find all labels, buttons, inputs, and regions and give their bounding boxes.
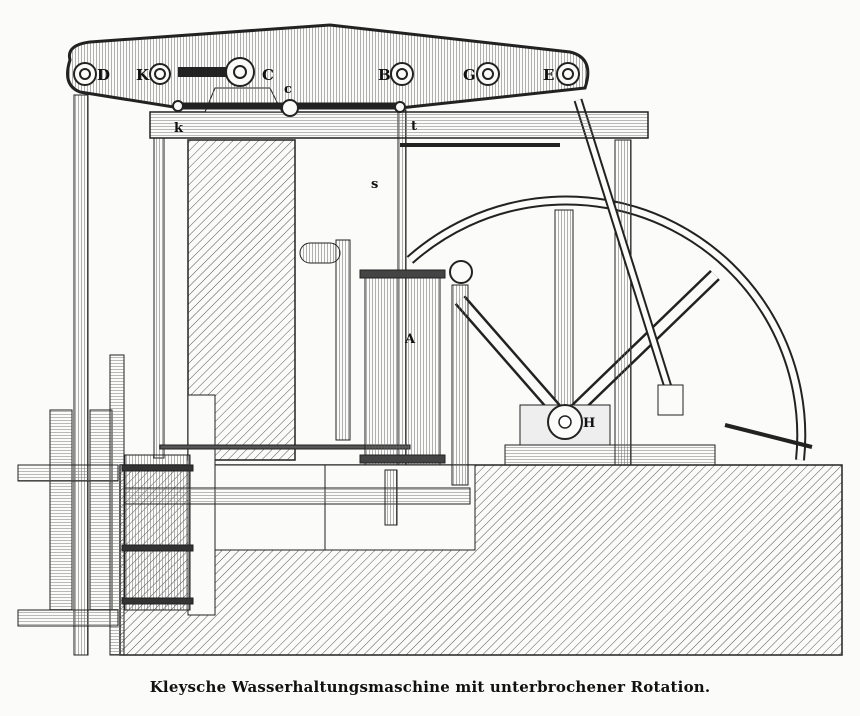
label-s: s bbox=[371, 177, 378, 192]
label-K: K bbox=[136, 66, 150, 84]
label-k: k bbox=[174, 121, 184, 136]
part-labels: D K C c B G E k t s A H bbox=[97, 66, 595, 431]
foundation-masonry bbox=[119, 139, 843, 656]
label-E: E bbox=[543, 66, 554, 84]
steam-cylinder bbox=[299, 239, 473, 526]
walking-beam bbox=[66, 23, 590, 110]
timber-frame bbox=[17, 354, 125, 656]
flywheel bbox=[406, 195, 807, 466]
label-c: c bbox=[284, 82, 292, 97]
label-t: t bbox=[411, 119, 417, 134]
pivot-circles bbox=[73, 57, 580, 117]
figure-caption: Kleysche Wasserhaltungsmaschine mit unte… bbox=[149, 678, 711, 696]
label-A: A bbox=[404, 332, 416, 347]
label-C: C bbox=[262, 66, 274, 84]
label-D: D bbox=[97, 66, 110, 84]
columns bbox=[73, 94, 813, 656]
label-B: B bbox=[378, 66, 391, 84]
label-G: G bbox=[463, 66, 476, 84]
pump-cylinder bbox=[121, 444, 471, 611]
label-H: H bbox=[583, 416, 595, 431]
